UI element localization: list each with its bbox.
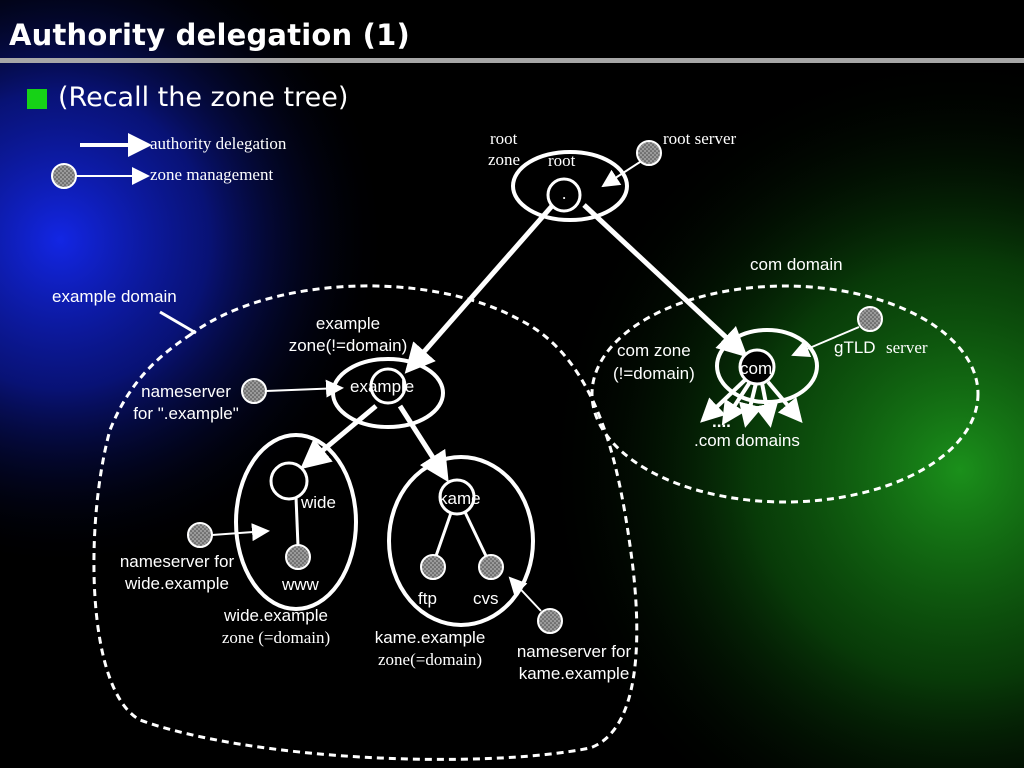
delegation-root-to-example	[404, 204, 554, 374]
example-zone-label-line1: example	[316, 314, 380, 333]
kame-zone-label-line1: kame.example	[375, 628, 486, 647]
wide-zone-label-line2: zone (=domain)	[222, 628, 330, 647]
edge-kame-ftp	[434, 509, 454, 557]
mgmt-kame-nameserver	[508, 576, 542, 612]
kame-nameserver-icon	[537, 608, 563, 634]
gtld-label: gTLD	[834, 338, 876, 357]
com-domain-label: com domain	[750, 255, 843, 274]
legend-server-icon	[51, 163, 77, 189]
example-nameserver-label-line1: nameserver	[141, 382, 231, 401]
example-domain-label: example domain	[52, 287, 177, 306]
wide-node-label: wide	[300, 493, 336, 512]
cvs-node-label: cvs	[473, 589, 499, 608]
wide-node	[269, 461, 309, 501]
com-zone-label-line2: (!=domain)	[613, 364, 695, 383]
bullet-text: (Recall the zone tree)	[58, 82, 349, 113]
mgmt-wide-nameserver	[211, 523, 270, 542]
ftp-node	[420, 554, 446, 580]
root-zone-label-line2: zone	[488, 150, 520, 169]
example-domain-pointer	[159, 310, 197, 335]
legend: authority delegation zone management	[51, 133, 287, 189]
root-dot-label: .	[562, 184, 566, 203]
gtld-label-server: server	[886, 338, 928, 357]
slide-title: Authority delegation (1)	[9, 18, 410, 52]
root-node	[546, 177, 582, 213]
example-node	[369, 367, 407, 405]
legend-delegation-label: authority delegation	[150, 134, 287, 153]
edge-kame-cvs	[462, 509, 488, 557]
com-domain-fan	[700, 378, 803, 428]
kame-nameserver-label-line1: nameserver for	[517, 642, 632, 661]
gtld-server-icon	[857, 306, 883, 332]
delegation-example-to-wide	[300, 404, 378, 470]
delegation-example-to-kame	[397, 404, 449, 483]
www-node-label: www	[281, 575, 320, 594]
com-domain-boundary	[590, 284, 980, 504]
wide-nameserver-label-line2: wide.example	[124, 574, 229, 593]
root-server-label: root server	[663, 129, 737, 148]
root-zone-ellipse	[511, 150, 629, 222]
kame-node	[438, 478, 476, 516]
title-rule	[0, 58, 1024, 63]
mgmt-gtld-server	[791, 326, 860, 358]
mgmt-root-server	[601, 161, 641, 188]
com-zone-label-line1: com zone	[617, 341, 691, 360]
example-node-label: example	[350, 377, 414, 396]
www-node	[285, 544, 311, 570]
example-nameserver-label-line2: for ".example"	[133, 404, 239, 423]
ftp-node-label: ftp	[418, 589, 437, 608]
kame-nameserver-label-line2: kame.example	[519, 664, 630, 683]
edge-wide-www	[294, 496, 300, 547]
com-dots-label: ....	[712, 412, 731, 431]
mgmt-example-nameserver	[265, 379, 344, 398]
com-domains-label: .com domains	[694, 431, 800, 450]
kame-node-label: kame	[439, 489, 481, 508]
wide-zone-label-line1: wide.example	[223, 606, 328, 625]
root-server-icon	[636, 140, 662, 166]
cvs-node	[478, 554, 504, 580]
wide-zone-ellipse	[234, 433, 358, 611]
example-zone-label-line2: zone(!=domain)	[289, 336, 408, 355]
example-domain-boundary	[92, 284, 639, 761]
com-node-label: com	[740, 359, 772, 378]
wide-nameserver-icon	[187, 522, 213, 548]
com-node	[738, 348, 776, 386]
kame-zone-label-line2: zone(=domain)	[378, 650, 482, 669]
root-node-label: root	[548, 151, 576, 170]
bullet-square-icon	[27, 89, 47, 109]
wide-nameserver-label-line1: nameserver for	[120, 552, 235, 571]
root-zone-label-line1: root	[490, 129, 518, 148]
example-nameserver-icon	[241, 378, 267, 404]
delegation-root-to-com	[582, 203, 748, 358]
legend-management-label: zone management	[150, 165, 273, 184]
kame-zone-ellipse	[387, 455, 535, 627]
